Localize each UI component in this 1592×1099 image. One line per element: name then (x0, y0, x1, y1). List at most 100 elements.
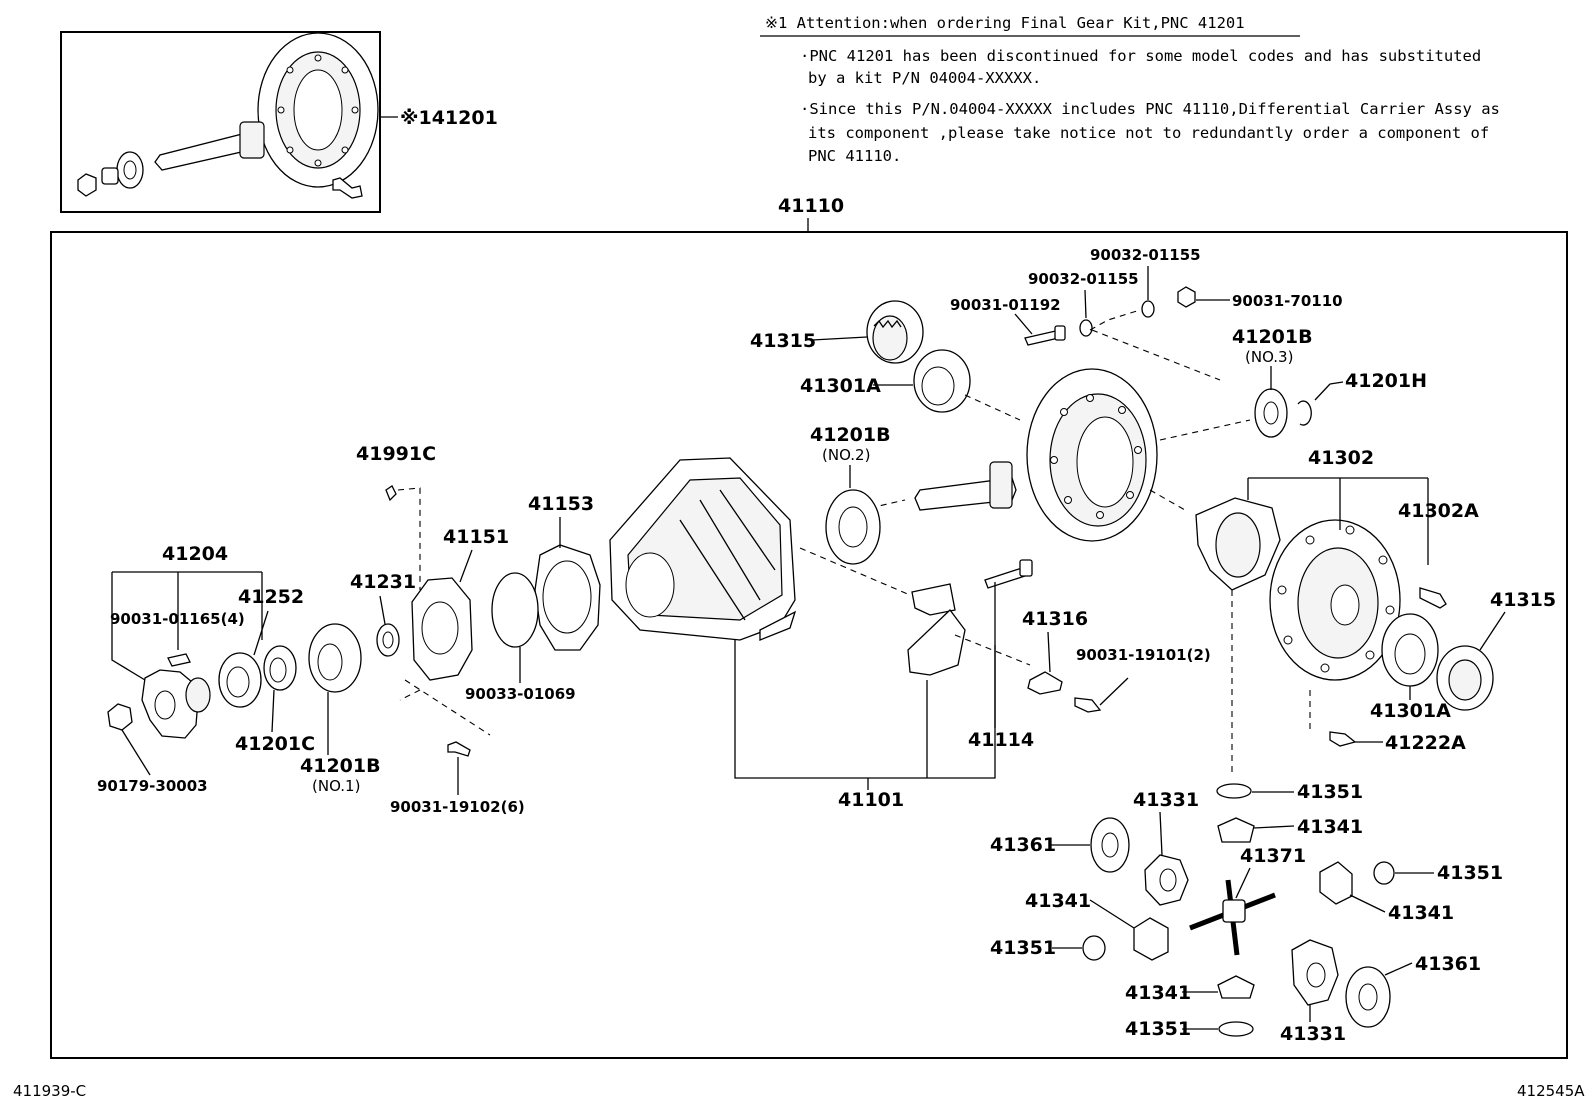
label-41252[interactable]: 41252 (238, 586, 304, 608)
label-90031-19101[interactable]: 90031-19101(2) (1076, 646, 1211, 664)
part-41222A-bolt[interactable] (1329, 731, 1357, 747)
inset-ring-gear[interactable] (257, 32, 379, 188)
part-41301A-right[interactable] (1381, 613, 1439, 687)
inset-nut[interactable] (77, 173, 97, 197)
part-41302A-bolt[interactable] (1419, 587, 1447, 609)
label-41151[interactable]: 41151 (443, 526, 509, 548)
part-90031-19102-bolt[interactable] (447, 741, 471, 757)
label-90031-70110[interactable]: 90031-70110 (1232, 292, 1343, 310)
part-41341-d[interactable] (1217, 975, 1255, 999)
label-41201B-no1[interactable]: 41201B (300, 755, 381, 777)
label-41341-c[interactable]: 41341 (1025, 890, 1091, 912)
leader-41231 (379, 595, 386, 625)
part-41341-a[interactable] (1217, 817, 1255, 843)
label-90033-01069[interactable]: 90033-01069 (465, 685, 576, 703)
label-41201H[interactable]: 41201H (1345, 370, 1427, 392)
inset-frame (60, 31, 381, 213)
part-41316-lock-plate[interactable] (1027, 671, 1063, 695)
label-carrier-assy[interactable]: 41110 (778, 195, 844, 217)
attention-note2-line1: ·Since this P/N.04004-XXXXX includes PNC… (800, 100, 1500, 118)
part-41991C-plug[interactable] (385, 485, 397, 502)
label-41991C[interactable]: 41991C (356, 443, 436, 465)
label-41302A[interactable]: 41302A (1398, 500, 1479, 522)
label-41341-b[interactable]: 41341 (1388, 902, 1454, 924)
part-41114-bearing-caps[interactable] (907, 559, 1033, 676)
part-41153-gasket[interactable] (534, 544, 601, 651)
part-41351-a[interactable] (1216, 783, 1252, 799)
label-90032-01155-b[interactable]: 90032-01155 (1090, 246, 1201, 264)
label-41201B-no2[interactable]: 41201B (810, 424, 891, 446)
part-41361-left[interactable] (1090, 817, 1130, 873)
part-41201B-no2[interactable] (825, 489, 881, 565)
part-41252-slinger[interactable] (218, 652, 262, 708)
label-41341-a[interactable]: 41341 (1297, 816, 1363, 838)
label-90032-01155-a[interactable]: 90032-01155 (1028, 270, 1139, 288)
label-41204[interactable]: 41204 (162, 543, 228, 565)
inset-bolt[interactable] (332, 177, 363, 199)
part-41201C-spacer[interactable] (263, 645, 297, 691)
label-41351-d[interactable]: 41351 (1125, 1018, 1191, 1040)
part-41331-top[interactable] (1144, 854, 1189, 906)
final-gear-kit-inset[interactable]: ※141201 (60, 31, 498, 213)
label-90031-01192[interactable]: 90031-01192 (950, 296, 1061, 314)
label-41351-b[interactable]: 41351 (1437, 862, 1503, 884)
part-41315-top[interactable] (866, 300, 924, 364)
part-41351-d[interactable] (1218, 1021, 1254, 1037)
inset-washer[interactable] (101, 167, 119, 185)
label-final-gear-kit[interactable]: ※141201 (400, 107, 498, 129)
label-41114[interactable]: 41114 (968, 729, 1034, 751)
part-41351-c[interactable] (1082, 935, 1106, 961)
part-41301A-top[interactable] (913, 349, 971, 413)
part-90032-01155-b[interactable] (1141, 300, 1155, 318)
part-90033-01069-oring[interactable] (491, 572, 539, 648)
label-90179-30003[interactable]: 90179-30003 (97, 777, 208, 795)
part-41231-seal[interactable] (376, 623, 400, 657)
attention-note: ※1 Attention:when ordering Final Gear Ki… (760, 14, 1500, 165)
label-41153[interactable]: 41153 (528, 493, 594, 515)
label-41101[interactable]: 41101 (838, 789, 904, 811)
part-90031-70110-nut[interactable] (1177, 286, 1196, 308)
label-41301A-top[interactable]: 41301A (800, 375, 881, 397)
label-90031-19102[interactable]: 90031-19102(6) (390, 798, 525, 816)
part-41341-c[interactable] (1133, 917, 1169, 961)
dash-ring-gear (869, 394, 1251, 511)
part-90032-01155-a[interactable] (1079, 319, 1093, 337)
part-41341-b[interactable] (1319, 861, 1353, 905)
part-41101-carrier-housing[interactable] (609, 457, 797, 641)
part-41315-right[interactable] (1436, 645, 1494, 711)
label-41361-right[interactable]: 41361 (1415, 953, 1481, 975)
label-41302[interactable]: 41302 (1308, 447, 1374, 469)
label-41315-top[interactable]: 41315 (750, 330, 816, 352)
part-90031-19101-bolt[interactable] (1074, 697, 1102, 713)
label-41231[interactable]: 41231 (350, 571, 416, 593)
label-41351-c[interactable]: 41351 (990, 937, 1056, 959)
label-41341-d[interactable]: 41341 (1125, 982, 1191, 1004)
part-41302-diff-case[interactable] (1195, 497, 1401, 681)
part-41201B-no1[interactable] (308, 623, 362, 693)
label-41316[interactable]: 41316 (1022, 608, 1088, 630)
part-ring-gear-pinion[interactable] (914, 368, 1158, 542)
label-41201B-no3[interactable]: 41201B (1232, 326, 1313, 348)
label-41222A[interactable]: 41222A (1385, 732, 1466, 754)
label-41361-left[interactable]: 41361 (990, 834, 1056, 856)
label-41301A-right[interactable]: 41301A (1370, 700, 1451, 722)
part-41331-bottom[interactable] (1291, 939, 1339, 1006)
part-41151-retainer[interactable] (411, 577, 473, 681)
part-41361-right[interactable] (1345, 966, 1391, 1028)
label-41371[interactable]: 41371 (1240, 845, 1306, 867)
label-90031-01165[interactable]: 90031-01165(4) (110, 610, 245, 628)
part-41351-b[interactable] (1373, 861, 1395, 885)
label-41331-bottom[interactable]: 41331 (1280, 1023, 1346, 1045)
part-90031-01192-bolt[interactable] (1024, 325, 1066, 346)
label-41315-right[interactable]: 41315 (1490, 589, 1556, 611)
part-41204-companion-flange[interactable] (141, 669, 211, 739)
part-41201B-no3[interactable] (1254, 388, 1288, 438)
part-41201H-clip[interactable] (1297, 400, 1312, 426)
label-41201C[interactable]: 41201C (235, 733, 315, 755)
label-41331-top[interactable]: 41331 (1133, 789, 1199, 811)
label-41351-a[interactable]: 41351 (1297, 781, 1363, 803)
inset-pinion-shaft[interactable] (154, 121, 265, 171)
part-90031-01165-bolt[interactable] (167, 653, 191, 667)
part-90179-30003-nut[interactable] (107, 703, 133, 731)
part-41371-spider[interactable] (1189, 879, 1276, 956)
